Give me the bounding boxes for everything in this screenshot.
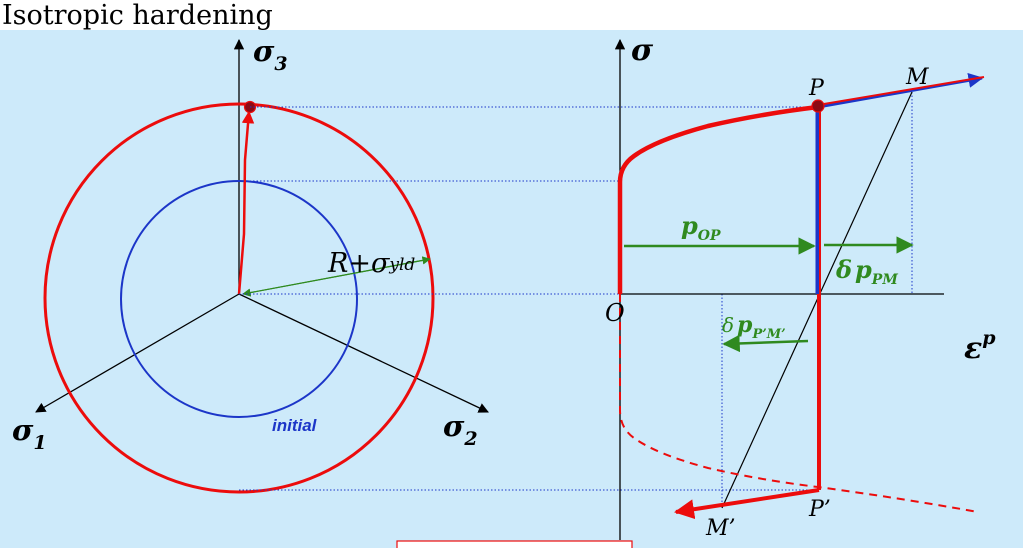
p-op-label: pOP bbox=[681, 211, 721, 244]
projection-lines bbox=[239, 92, 913, 508]
point-p-label: P bbox=[808, 76, 825, 101]
sigma2-label: σ2 bbox=[443, 409, 478, 450]
diagram-panel bbox=[0, 30, 1023, 548]
hardening-curve bbox=[617, 104, 819, 294]
point-m-prime-label: M’ bbox=[705, 516, 736, 541]
hardened-yield-circle bbox=[43, 102, 435, 494]
reverse-loading-path bbox=[674, 488, 820, 520]
left-diagram: σ3 σ1 σ2 R+σyld initial bbox=[12, 34, 489, 494]
point-o-label: O bbox=[605, 299, 625, 327]
radius-label: R+σyld bbox=[327, 248, 415, 279]
sigma-label: σ bbox=[631, 33, 654, 68]
page-title: Isotropic hardening bbox=[2, 0, 273, 31]
dp-pm-prime-arrow bbox=[722, 334, 809, 353]
sigma1-label: σ1 bbox=[12, 413, 47, 454]
point-m-label: M bbox=[905, 65, 929, 90]
sigma3-label: σ3 bbox=[253, 34, 288, 75]
point-p-prime-label: P’ bbox=[808, 497, 831, 522]
sigma2-axis bbox=[238, 293, 489, 413]
initial-label: initial bbox=[272, 416, 318, 435]
radius-arrow-tip bbox=[242, 256, 431, 295]
point-p-dot bbox=[811, 99, 825, 113]
eps-p-label: εp bbox=[964, 327, 996, 366]
pm-path-red bbox=[817, 76, 985, 106]
loading-path bbox=[237, 110, 255, 295]
bottom-box bbox=[396, 540, 633, 548]
symmetric-yield-curve bbox=[619, 294, 979, 513]
